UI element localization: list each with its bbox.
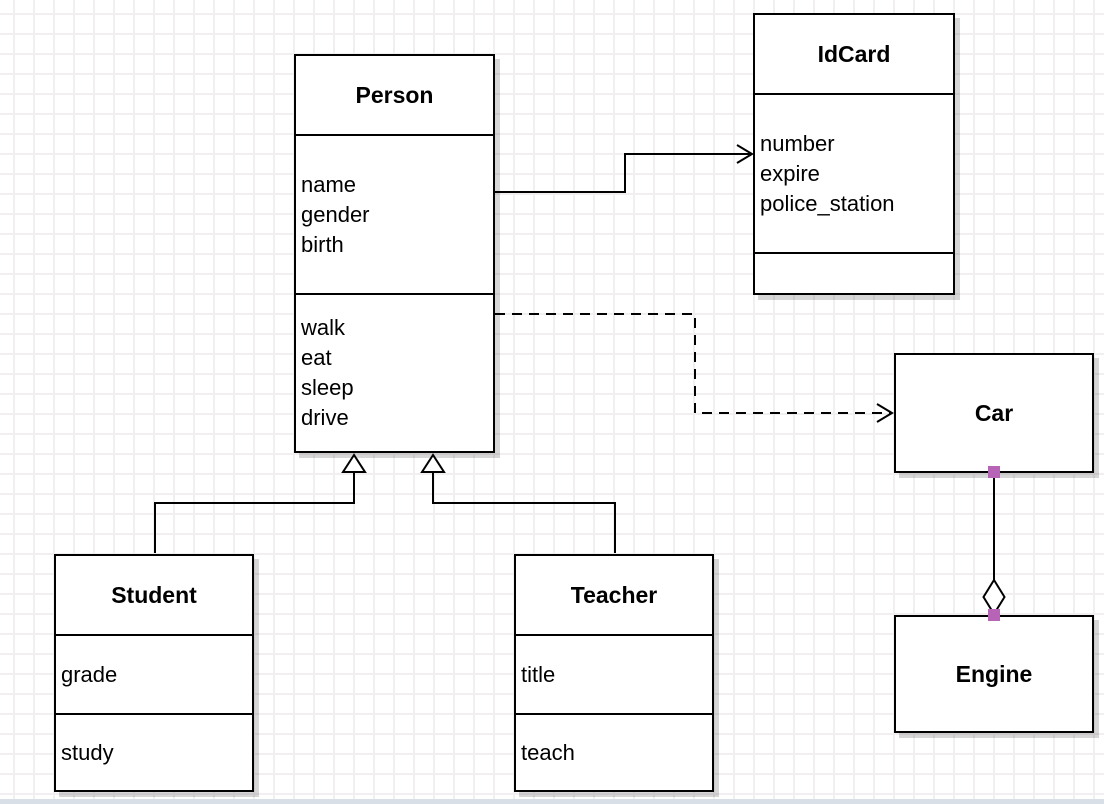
edge-dependency-person-car[interactable] — [495, 313, 894, 423]
edge-generalization-teacher-person[interactable] — [420, 453, 616, 553]
method: walk — [301, 315, 346, 340]
method: teach — [521, 739, 575, 765]
hollow-triangle-icon — [341, 453, 367, 473]
attribute: name — [301, 171, 357, 197]
attribute: birth — [301, 231, 344, 257]
class-student-attributes: grade — [56, 634, 252, 713]
attribute: police_station — [760, 190, 895, 216]
method: sleep — [301, 375, 354, 400]
horizontal-scrollbar[interactable] — [0, 799, 1104, 804]
class-idcard-attributes: number expire police_station — [755, 93, 953, 252]
attribute: expire — [760, 160, 820, 186]
attribute: title — [521, 661, 556, 687]
class-idcard-methods — [755, 252, 953, 293]
class-car[interactable]: Car — [894, 353, 1094, 473]
edge-association-person-idcard[interactable] — [495, 144, 754, 193]
attribute: number — [760, 130, 835, 156]
class-person-attributes: name gender birth — [296, 134, 493, 293]
method: study — [61, 739, 114, 765]
method: eat — [301, 345, 332, 370]
class-student[interactable]: Student grade study — [54, 554, 254, 792]
class-student-methods: study — [56, 713, 252, 790]
class-engine[interactable]: Engine — [894, 615, 1094, 733]
method: drive — [301, 405, 349, 430]
open-arrowhead-icon — [876, 403, 894, 423]
class-person[interactable]: Person name gender birth walk eat sleep … — [294, 54, 495, 453]
hollow-triangle-icon — [420, 453, 446, 473]
class-engine-title: Engine — [955, 660, 1033, 687]
class-teacher-methods: teach — [516, 713, 712, 790]
class-teacher[interactable]: Teacher title teach — [514, 554, 714, 792]
class-student-title: Student — [111, 581, 197, 608]
class-person-methods: walk eat sleep drive — [296, 293, 493, 451]
attribute: grade — [61, 661, 118, 687]
attribute: gender — [301, 201, 370, 227]
class-teacher-attributes: title — [516, 634, 712, 713]
class-person-title: Person — [355, 81, 434, 108]
edge-aggregation-car-engine[interactable] — [982, 466, 1006, 621]
hollow-diamond-icon — [982, 578, 1006, 616]
class-teacher-title: Teacher — [570, 581, 658, 608]
edge-generalization-student-person[interactable] — [154, 453, 367, 553]
class-car-title: Car — [974, 399, 1014, 426]
open-arrowhead-icon — [736, 144, 754, 164]
class-idcard[interactable]: IdCard number expire police_station — [753, 13, 955, 295]
class-idcard-title: IdCard — [817, 40, 891, 67]
